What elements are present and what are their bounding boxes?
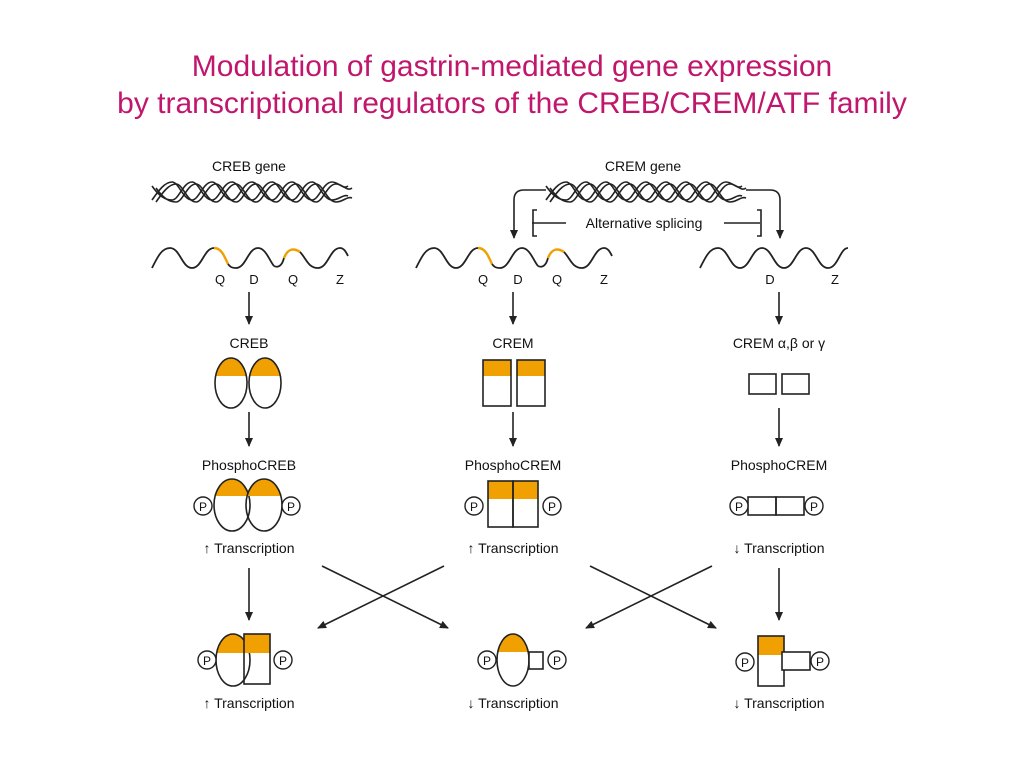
phosphate-circle bbox=[804, 496, 824, 516]
domain-q: Q bbox=[552, 272, 562, 287]
transcription-label: ↓ Transcription bbox=[733, 540, 824, 556]
transcription-label: ↑ Transcription bbox=[203, 540, 294, 556]
phosphate-circle bbox=[542, 496, 562, 516]
crem-isoform-dimer bbox=[748, 373, 810, 395]
domain-q: Q bbox=[478, 272, 488, 287]
phosphate-circle bbox=[477, 650, 497, 670]
phosphocrem-dimer: P P bbox=[464, 480, 562, 528]
domain-z: Z bbox=[600, 272, 608, 287]
alternative-splicing-label: Alternative splicing bbox=[586, 215, 703, 231]
cross-arrow bbox=[589, 565, 717, 629]
crem-domain-labels: Q D Q Z bbox=[478, 272, 608, 287]
crem-dimer bbox=[482, 359, 546, 407]
title-line-2: by transcriptional regulators of the CRE… bbox=[117, 87, 907, 120]
crem-gene-dna-helix bbox=[545, 181, 747, 203]
crem-heterodimer-repressor: P P bbox=[735, 635, 830, 687]
creb-protein-label: CREB bbox=[230, 335, 269, 351]
creb-mrna bbox=[151, 246, 349, 269]
domain-d: D bbox=[513, 272, 522, 287]
phosphate-circle bbox=[810, 651, 830, 671]
crem-mrna-short bbox=[699, 247, 849, 269]
domain-z: Z bbox=[831, 272, 839, 287]
creb-dimer bbox=[214, 357, 282, 409]
crem-protein-label: CREM bbox=[492, 335, 533, 351]
phosphocrem-isoform-dimer: P P bbox=[729, 496, 824, 516]
phosphocrem-label-right: PhosphoCREM bbox=[731, 457, 828, 473]
creb-gene-label: CREB gene bbox=[212, 158, 286, 174]
phosphate-label: P bbox=[548, 500, 556, 514]
phosphate-circle bbox=[193, 496, 213, 516]
transcription-label: ↓ Transcription bbox=[467, 695, 558, 711]
phosphocreb-label: PhosphoCREB bbox=[202, 457, 296, 473]
title-line-1: Modulation of gastrin-mediated gene expr… bbox=[191, 50, 833, 83]
crem-gene-label: CREM gene bbox=[605, 158, 681, 174]
phosphate-label: P bbox=[279, 654, 287, 668]
cross-arrow bbox=[317, 565, 445, 629]
domain-d: D bbox=[765, 272, 774, 287]
phosphate-circle bbox=[547, 650, 567, 670]
vertical-arrows bbox=[245, 292, 783, 621]
phosphate-circle bbox=[464, 496, 484, 516]
domain-z: Z bbox=[336, 272, 344, 287]
phosphate-label: P bbox=[483, 654, 491, 668]
phosphate-label: P bbox=[203, 654, 211, 668]
creb-crem-heterodimer-repressor: P P bbox=[477, 633, 567, 687]
phosphate-label: P bbox=[741, 656, 749, 670]
phosphate-label: P bbox=[810, 500, 818, 514]
creb-crem-heterodimer-activator: P P bbox=[197, 633, 293, 687]
crossing-arrows bbox=[317, 565, 717, 629]
phosphate-label: P bbox=[470, 500, 478, 514]
phosphate-circle bbox=[273, 650, 293, 670]
domain-d: D bbox=[249, 272, 258, 287]
transcription-label: ↓ Transcription bbox=[733, 695, 824, 711]
domain-q: Q bbox=[215, 272, 225, 287]
crem-short-domain-labels: D Z bbox=[765, 272, 839, 287]
phosphate-circle bbox=[735, 652, 755, 672]
phosphate-circle bbox=[197, 650, 217, 670]
phosphate-label: P bbox=[553, 654, 561, 668]
transcription-label: ↑ Transcription bbox=[467, 540, 558, 556]
cross-arrow bbox=[321, 565, 449, 629]
splicing-arrows bbox=[510, 189, 784, 239]
phosphocrem-label-middle: PhosphoCREM bbox=[465, 457, 562, 473]
creb-gene-dna-helix bbox=[151, 181, 353, 203]
transcription-label: ↑ Transcription bbox=[203, 695, 294, 711]
phosphate-circle bbox=[281, 496, 301, 516]
crem-mrna-full bbox=[415, 246, 613, 269]
cross-arrow bbox=[585, 565, 713, 629]
phosphate-label: P bbox=[735, 500, 743, 514]
domain-q: Q bbox=[288, 272, 298, 287]
phosphate-label: P bbox=[816, 655, 824, 669]
phosphate-label: P bbox=[199, 500, 207, 514]
phosphate-label: P bbox=[287, 500, 295, 514]
crem-isoforms-label: CREM α,β or γ bbox=[733, 335, 825, 351]
creb-domain-labels: Q D Q Z bbox=[215, 272, 344, 287]
phosphate-circle bbox=[729, 496, 749, 516]
phosphocreb-dimer: P P bbox=[193, 478, 301, 532]
slide-title: Modulation of gastrin-mediated gene expr… bbox=[0, 48, 1024, 122]
